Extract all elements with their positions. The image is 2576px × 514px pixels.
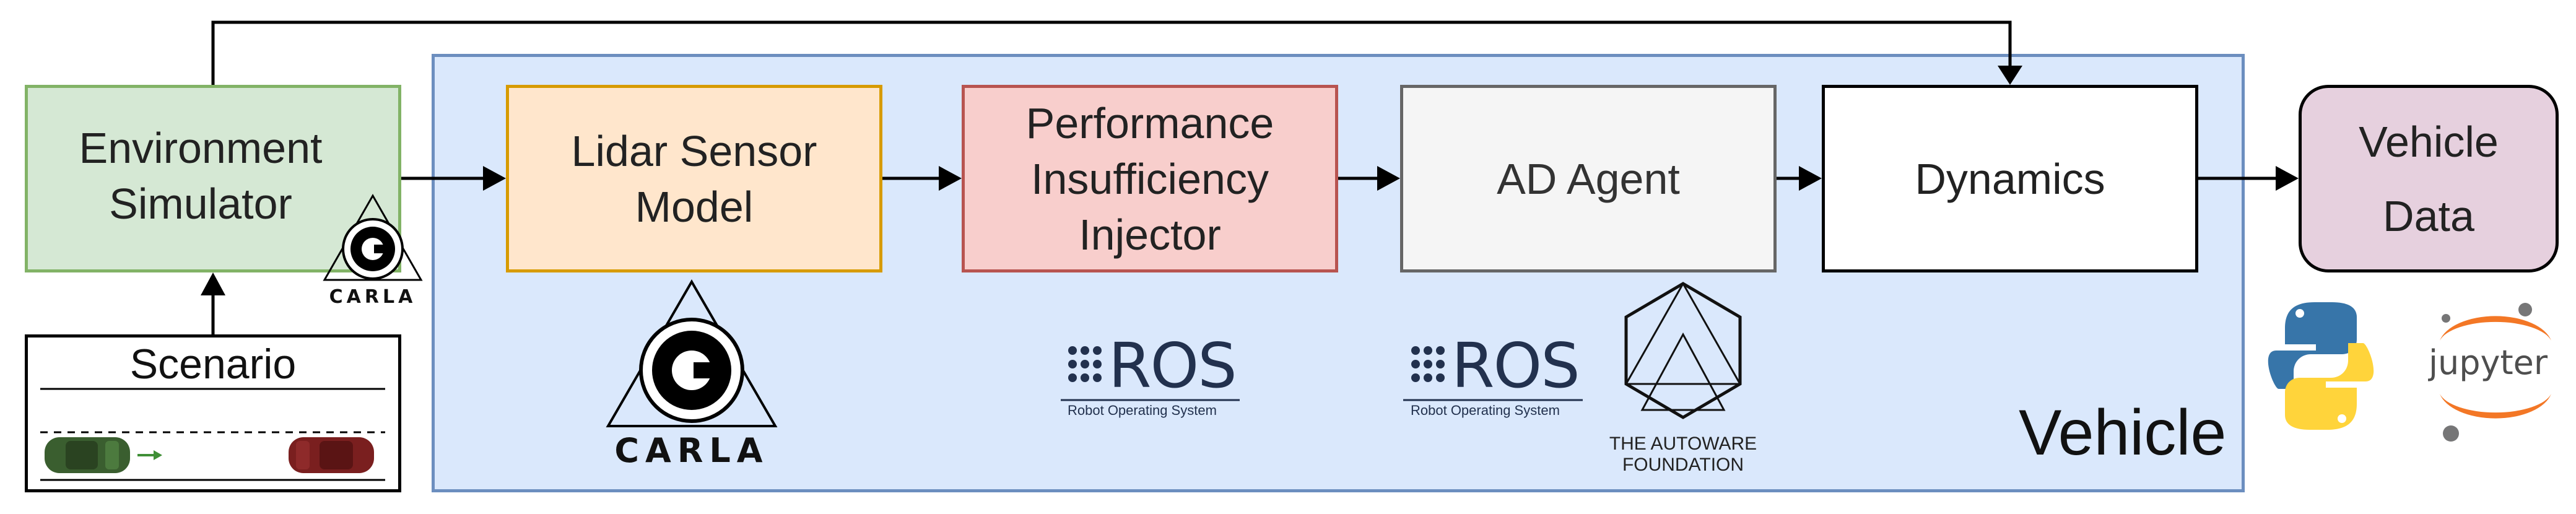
ego-car-icon [45,437,130,473]
ros-logo-1-subtitle: Robot Operating System [1068,403,1217,418]
carla-large-logo [606,279,778,427]
scenario-road [40,388,385,481]
feedback-connector [211,20,2012,85]
ros-logo-1-dots [1068,346,1102,382]
vehicle-data-label: Vehicle Data [2359,117,2499,240]
lidar-sensor-model-block: Lidar Sensor Model [506,85,882,272]
dynamics-label: Dynamics [1915,154,2105,203]
ad-agent-label: AD Agent [1497,154,1680,203]
agent-to-dynamics-arrowhead [1799,166,1822,191]
autoware-wordmark: THE AUTOWARE FOUNDATION [1609,433,1757,475]
scenario-label: Scenario [129,341,297,388]
scenario-to-env-arrowhead [201,272,225,295]
other-car-icon [289,437,374,473]
motion-arrow-icon [137,450,162,460]
ros-logo-1-title: ROS [1108,329,1237,402]
vehicle-data-block: Vehicle Data [2299,85,2559,272]
ad-agent-block: AD Agent [1400,85,1777,272]
vehicle-label: Vehicle [2019,397,2227,469]
env-to-lidar-arrowhead [483,166,506,191]
environment-simulator-block: Environment Simulator [25,85,401,272]
carla-small-wordmark: CARLA [329,286,417,308]
dynamics-to-vehicledata-arrowhead [2276,166,2299,191]
lidar-sensor-model-label: Lidar Sensor Model [571,126,817,231]
performance-insufficiency-injector-label: Performance Insufficiency Injector [1025,98,1274,259]
environment-simulator-label: Environment Simulator [79,123,323,228]
carla-large-wordmark: CARLA [614,431,769,470]
performance-insufficiency-injector-block: Performance Insufficiency Injector [962,85,1338,272]
ros-logo-2-dots [1411,346,1445,382]
ros-logo-2-title: ROS [1451,329,1580,402]
injector-to-agent-arrowhead [1377,166,1400,191]
autoware-logo [1624,281,1742,419]
jupyter-wordmark: jupyter [2429,343,2548,382]
carla-small-logo [323,193,423,281]
ros-logo-2-subtitle: Robot Operating System [1411,403,1560,418]
dynamics-block: Dynamics [1822,85,2198,272]
python-logo [2268,302,2374,430]
feedback-arrowhead [1998,66,2022,85]
lidar-to-injector-arrowhead [939,166,962,191]
jupyter-logo [2440,303,2551,442]
